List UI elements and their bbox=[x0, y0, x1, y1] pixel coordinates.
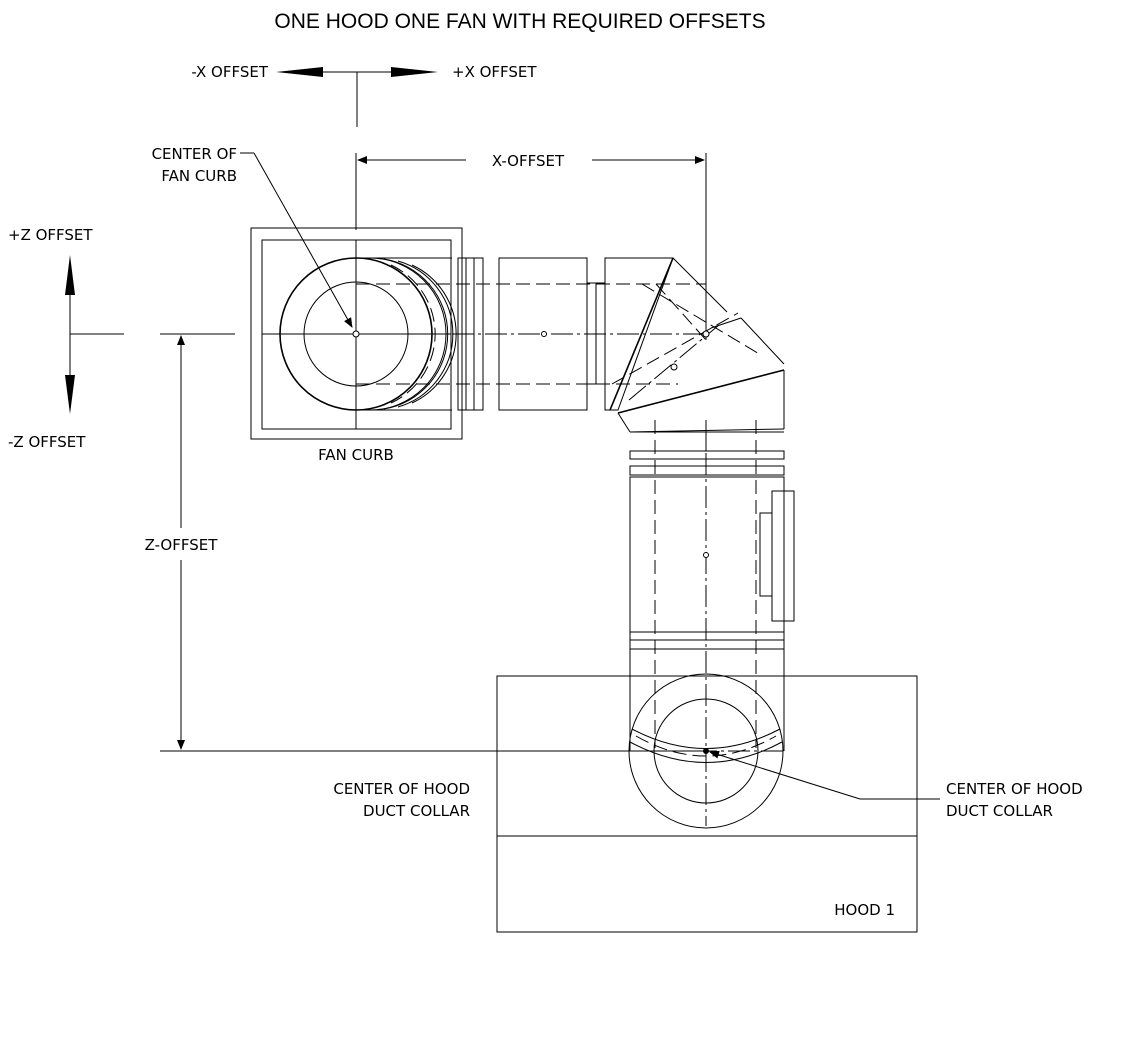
horizontal-duct bbox=[356, 257, 706, 411]
pos-z-offset-label: +Z OFFSET bbox=[8, 226, 93, 244]
hood-outline bbox=[496, 675, 918, 933]
pos-z-arrow-icon bbox=[65, 255, 75, 295]
z-offset-dimension: Z-OFFSET bbox=[145, 333, 706, 752]
fan-curb-callout-line1: CENTER OF bbox=[152, 145, 237, 163]
fan-curb-callout-line2: FAN CURB bbox=[161, 167, 237, 185]
hood-collar-callout-left: CENTER OF HOOD DUCT COLLAR bbox=[333, 780, 470, 820]
diagram-title: ONE HOOD ONE FAN WITH REQUIRED OFFSETS bbox=[274, 10, 765, 33]
duct-section-1 bbox=[498, 257, 588, 411]
fan-curb-label: FAN CURB bbox=[318, 446, 394, 464]
hood-collar-callout-right: CENTER OF HOOD DUCT COLLAR bbox=[709, 750, 1083, 820]
z-offset-dimension-label: Z-OFFSET bbox=[145, 536, 219, 554]
duct-elbow bbox=[609, 257, 785, 433]
fan-curb-leader bbox=[253, 152, 353, 328]
neg-x-offset-label: -X OFFSET bbox=[191, 63, 269, 81]
collar-inner-circle bbox=[653, 698, 759, 804]
pos-x-arrow-icon bbox=[391, 67, 438, 77]
fan-center-point bbox=[352, 330, 360, 338]
hood-1: HOOD 1 bbox=[496, 675, 918, 933]
x-offset-dimension-label: X-OFFSET bbox=[492, 152, 565, 170]
z-direction-indicator: +Z OFFSET -Z OFFSET bbox=[8, 226, 124, 451]
neg-z-arrow-icon bbox=[65, 375, 75, 414]
neg-z-offset-label: -Z OFFSET bbox=[8, 433, 86, 451]
x-offset-dimension: X-OFFSET bbox=[355, 152, 707, 340]
pos-x-offset-label: +X OFFSET bbox=[452, 63, 537, 81]
hood-collar-right-line2: DUCT COLLAR bbox=[946, 802, 1053, 820]
hood-collar-leader bbox=[709, 750, 861, 800]
access-door bbox=[771, 490, 795, 622]
fan-curb: FAN CURB bbox=[250, 227, 463, 464]
vertical-duct bbox=[629, 420, 795, 826]
hood-label: HOOD 1 bbox=[834, 901, 895, 919]
elbow-start bbox=[604, 257, 674, 411]
hood-collar-right-line1: CENTER OF HOOD bbox=[946, 780, 1083, 798]
hood-collar-left-line1: CENTER OF HOOD bbox=[333, 780, 470, 798]
fan-curb-center-callout: CENTER OF FAN CURB bbox=[152, 145, 353, 328]
collar-center-point bbox=[703, 748, 709, 754]
neg-x-arrow-icon bbox=[276, 67, 323, 77]
hood-duct-collar bbox=[628, 673, 784, 829]
x-direction-indicator: -X OFFSET +X OFFSET bbox=[191, 63, 537, 127]
hood-collar-left-line2: DUCT COLLAR bbox=[363, 802, 470, 820]
